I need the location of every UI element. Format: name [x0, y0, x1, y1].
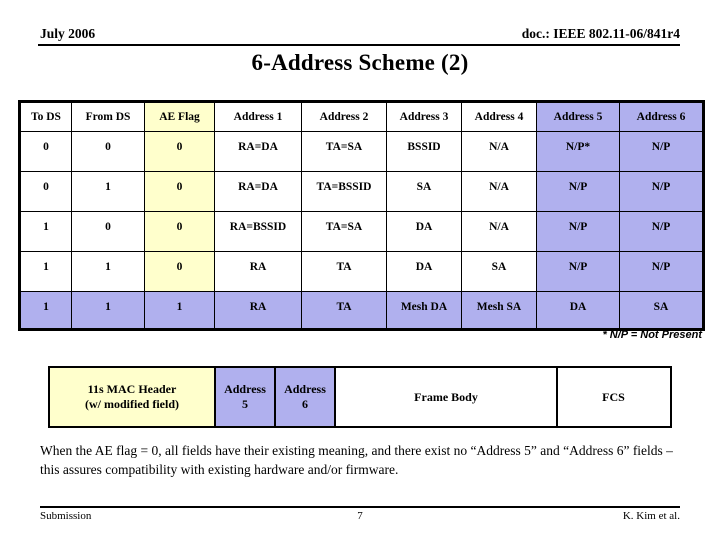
footer-page-number: 7 — [357, 510, 363, 522]
header-date: July 2006 — [40, 26, 96, 41]
cell-address-6: SA — [619, 291, 704, 330]
cell-from-ds: 1 — [71, 291, 145, 330]
cell-address-2: TA — [301, 291, 387, 330]
cell-address-6: N/P — [619, 171, 704, 212]
not-present-footnote: * N/P = Not Present — [602, 329, 702, 341]
frame-cell-mac-header-line1: 11s MAC Header — [87, 382, 177, 396]
column-header-from-ds: From DS — [71, 101, 145, 132]
cell-address-2: TA=SA — [301, 211, 387, 252]
cell-address-2: TA=BSSID — [301, 171, 387, 212]
cell-from-ds: 1 — [71, 251, 145, 292]
frame-cell-frame-body: Frame Body — [336, 368, 558, 426]
cell-address-4: SA — [461, 251, 537, 292]
cell-to-ds: 1 — [19, 251, 72, 292]
cell-address-3: BSSID — [386, 131, 462, 172]
cell-address-1: RA=BSSID — [214, 211, 302, 252]
frame-cell-fcs: FCS — [558, 368, 669, 426]
page-title: 6-Address Scheme (2) — [251, 50, 469, 75]
table-header-row: To DS From DS AE Flag Address 1 Address … — [19, 101, 704, 132]
header-document-reference: doc.: IEEE 802.11-06/841r4 — [521, 26, 680, 41]
cell-ae-flag: 0 — [144, 211, 215, 252]
cell-to-ds: 0 — [19, 171, 72, 212]
cell-from-ds: 1 — [71, 171, 145, 212]
cell-address-5: N/P — [536, 251, 620, 292]
cell-address-1: RA=DA — [214, 171, 302, 212]
frame-cell-fcs-line1: FCS — [602, 389, 625, 404]
cell-address-2: TA — [301, 251, 387, 292]
table-row: 1 1 0 RA TA DA SA N/P N/P — [19, 251, 704, 292]
header-divider — [38, 44, 680, 46]
cell-address-3: Mesh DA — [386, 291, 462, 330]
cell-address-4: Mesh SA — [461, 291, 537, 330]
slide-footer: Submission 7 K. Kim et al. — [40, 510, 680, 526]
cell-address-6: N/P — [619, 251, 704, 292]
cell-ae-flag: 0 — [144, 251, 215, 292]
column-header-address-1: Address 1 — [214, 101, 302, 132]
cell-address-4: N/A — [461, 131, 537, 172]
cell-to-ds: 0 — [19, 131, 72, 172]
cell-address-2: TA=SA — [301, 131, 387, 172]
cell-to-ds: 1 — [19, 291, 72, 330]
frame-cell-mac-header-line2: (w/ modified field) — [85, 397, 179, 411]
cell-ae-flag: 0 — [144, 131, 215, 172]
cell-address-6: N/P — [619, 131, 704, 172]
frame-cell-address-6: Address 6 — [276, 368, 336, 426]
cell-address-1: RA — [214, 291, 302, 330]
frame-cell-address-6-line2: 6 — [301, 397, 308, 411]
explanatory-paragraph: When the AE flag = 0, all fields have th… — [40, 443, 673, 478]
cell-address-5: N/P* — [536, 131, 620, 172]
column-header-address-4: Address 4 — [461, 101, 537, 132]
cell-from-ds: 0 — [71, 211, 145, 252]
frame-cell-mac-header: 11s MAC Header (w/ modified field) — [50, 368, 216, 426]
cell-address-5: DA — [536, 291, 620, 330]
frame-cell-frame-body-line1: Frame Body — [414, 389, 478, 404]
table-row: 0 0 0 RA=DA TA=SA BSSID N/A N/P* N/P — [19, 131, 704, 172]
cell-address-3: SA — [386, 171, 462, 212]
column-header-address-6: Address 6 — [619, 101, 704, 132]
cell-address-6: N/P — [619, 211, 704, 252]
column-header-address-3: Address 3 — [386, 101, 462, 132]
column-header-address-2: Address 2 — [301, 101, 387, 132]
table-row: 0 1 0 RA=DA TA=BSSID SA N/A N/P N/P — [19, 171, 704, 212]
cell-address-4: N/A — [461, 171, 537, 212]
cell-to-ds: 1 — [19, 211, 72, 252]
footer-submission-label: Submission — [40, 510, 92, 522]
frame-format-diagram: 11s MAC Header (w/ modified field) Addre… — [48, 366, 672, 428]
cell-ae-flag: 0 — [144, 171, 215, 212]
cell-address-3: DA — [386, 251, 462, 292]
cell-address-5: N/P — [536, 211, 620, 252]
footer-author: K. Kim et al. — [622, 510, 680, 522]
frame-cell-address-5-line1: Address — [224, 382, 266, 396]
cell-address-1: RA=DA — [214, 131, 302, 172]
table-row: 1 0 0 RA=BSSID TA=SA DA N/A N/P N/P — [19, 211, 704, 252]
cell-address-5: N/P — [536, 171, 620, 212]
column-header-ae-flag: AE Flag — [144, 101, 215, 132]
frame-cell-address-6-line1: Address — [284, 382, 326, 396]
frame-cell-address-5: Address 5 — [216, 368, 276, 426]
column-header-address-5: Address 5 — [536, 101, 620, 132]
footer-divider — [40, 506, 680, 508]
table-row: 1 1 1 RA TA Mesh DA Mesh SA DA SA — [19, 291, 704, 330]
cell-from-ds: 0 — [71, 131, 145, 172]
cell-address-4: N/A — [461, 211, 537, 252]
address-scheme-table: To DS From DS AE Flag Address 1 Address … — [18, 100, 705, 331]
cell-address-3: DA — [386, 211, 462, 252]
cell-ae-flag: 1 — [144, 291, 215, 330]
column-header-to-ds: To DS — [19, 101, 72, 132]
slide-header: July 2006 doc.: IEEE 802.11-06/841r4 — [40, 26, 680, 48]
cell-address-1: RA — [214, 251, 302, 292]
frame-cell-address-5-line2: 5 — [241, 397, 248, 411]
